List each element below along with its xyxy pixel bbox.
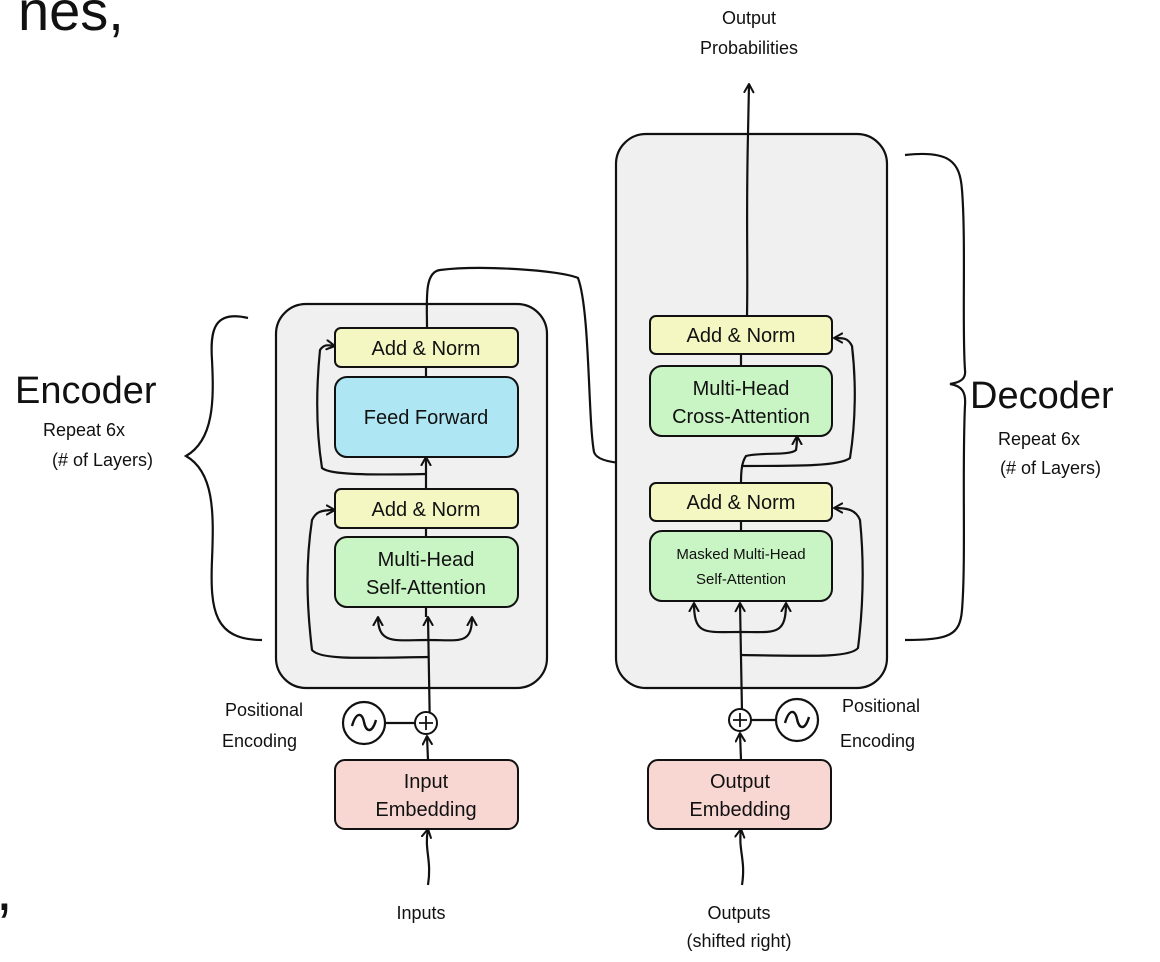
input-embedding-label-2: Embedding	[375, 799, 476, 821]
output-probabilities-label-2: Probabilities	[700, 38, 798, 58]
decoder-add-norm-bottom-label: Add & Norm	[687, 492, 796, 514]
encoder-title: Encoder	[15, 370, 157, 412]
decoder-masked-label-1: Masked Multi-Head	[676, 546, 805, 563]
cropped-edge-text: ,	[0, 856, 13, 923]
decoder-positional-label-2: Encoding	[840, 731, 915, 751]
decoder-embedding-to-sum-arrow	[740, 733, 741, 761]
outputs-shifted-label: (shifted right)	[686, 931, 791, 951]
encoder-attention-label-2: Self-Attention	[366, 577, 486, 599]
decoder-positional-label-1: Positional	[842, 696, 920, 716]
decoder-repeat-label: Repeat 6x	[998, 429, 1080, 449]
outputs-arrow	[740, 829, 743, 886]
decoder-cross-label-1: Multi-Head	[693, 378, 790, 400]
encoder-sine-wave-glyph	[350, 713, 378, 732]
decoder-title: Decoder	[970, 375, 1114, 417]
encoder-brace	[183, 315, 263, 642]
decoder-value-arrow	[740, 603, 786, 634]
encoder-add-norm-top-label: Add & Norm	[372, 338, 481, 360]
inputs-label: Inputs	[396, 903, 445, 923]
output-embedding-label-1: Output	[710, 771, 770, 793]
encoder-positional-label-2: Encoding	[222, 731, 297, 751]
encoder-value-arrow	[427, 617, 472, 642]
outputs-label: Outputs	[707, 903, 770, 923]
inputs-arrow	[427, 829, 429, 886]
decoder-residual-2-arrow	[740, 338, 856, 468]
decoder-brace	[904, 152, 967, 642]
decoder-output-line	[745, 133, 750, 317]
decoder-masked-label-2: Self-Attention	[696, 571, 786, 588]
decoder-query-arrow	[694, 603, 742, 634]
output-probabilities-label-1: Output	[722, 8, 776, 28]
encoder-residual-2-arrow	[316, 345, 427, 476]
decoder-add-norm-top-label: Add & Norm	[687, 325, 796, 347]
encoder-repeat-label: Repeat 6x	[43, 420, 125, 440]
decoder-cross-label-2: Cross-Attention	[672, 406, 810, 428]
encoder-query-arrow	[378, 617, 429, 642]
output-probabilities-arrow	[748, 84, 749, 135]
input-embedding-label-1: Input	[404, 771, 449, 793]
encoder-embedding-to-sum-arrow	[427, 736, 428, 761]
encoder-layers-label: (# of Layers)	[52, 450, 153, 470]
feed-forward-label: Feed Forward	[364, 407, 489, 429]
output-embedding-label-2: Embedding	[689, 799, 790, 821]
encoder-positional-label-1: Positional	[225, 700, 303, 720]
cropped-heading-text: nes,	[18, 0, 124, 42]
decoder-plus-glyph	[733, 713, 747, 727]
encoder-add-norm-bottom-label: Add & Norm	[372, 499, 481, 521]
encoder-plus-glyph	[419, 716, 433, 730]
decoder-masked-attention-block	[649, 530, 833, 602]
encoder-residual-1-arrow	[306, 510, 429, 659]
decoder-input-arrow	[740, 603, 742, 713]
decoder-add-norm-top	[649, 315, 833, 355]
encoder-attention-label-1: Multi-Head	[378, 549, 475, 571]
decoder-layers-label: (# of Layers)	[1000, 458, 1101, 478]
decoder-sine-wave-glyph	[783, 710, 811, 729]
decoder-residual-1-arrow	[740, 508, 864, 657]
